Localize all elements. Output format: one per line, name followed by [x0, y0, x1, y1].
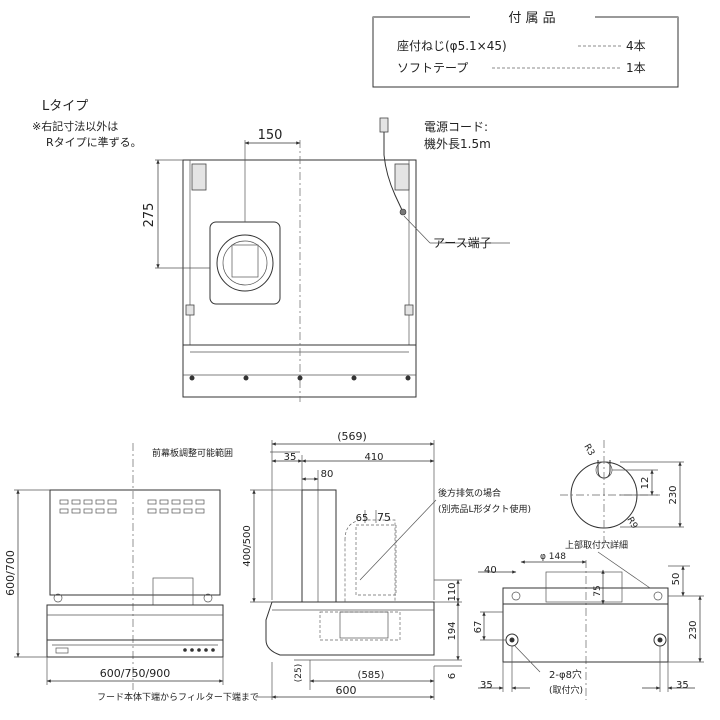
duct-collar — [209, 221, 281, 305]
earth-label: アース端子 — [433, 236, 492, 250]
rear-exhaust-label-2: (別売品L形ダクト使用) — [438, 503, 531, 515]
holes-label-1: 2-φ8穴 — [549, 668, 582, 681]
dim-600: 600 — [336, 684, 357, 697]
accessory-2-qty: 1本 — [626, 61, 646, 75]
r9-label: R9 — [624, 516, 639, 532]
dim-230-hole: 230 — [668, 485, 679, 504]
r3-label: R3 — [581, 443, 596, 458]
mount-plate — [502, 587, 669, 605]
control-button — [55, 647, 69, 654]
dim-600-700: 600/700 — [4, 550, 17, 596]
hood-body — [46, 604, 224, 658]
accessory-2-name: ソフトテープ — [397, 61, 468, 75]
panel-range-label: 前幕板調整可能範囲 — [152, 447, 233, 459]
dim-569: (569) — [337, 430, 367, 443]
dim-400-500: 400/500 — [242, 525, 253, 567]
top-view: Lタイプ ※右記寸法以外は Rタイプに準ずる。 150 — [32, 99, 510, 402]
note-line-2: Rタイプに準ずる。 — [46, 135, 142, 149]
dim-40: 40 — [484, 565, 497, 576]
front-view: 前幕板調整可能範囲 600/700 — [4, 443, 300, 703]
dim-585: (585) — [358, 670, 385, 681]
dim-148: φ 148 — [540, 552, 566, 562]
dim-12: 12 — [640, 477, 651, 490]
dim-80: 80 — [321, 469, 334, 480]
dim-35-left: 35 — [480, 680, 493, 691]
type-label: Lタイプ — [42, 99, 88, 114]
hood-bottom-body — [502, 603, 669, 663]
dim-194: 194 — [447, 621, 458, 640]
dim-6: 6 — [447, 673, 458, 679]
dim-75: 75 — [377, 511, 391, 524]
side-view: (569) 35 410 80 400/500 65 75 後方排気の場合 (別… — [242, 430, 531, 700]
dim-600-750-900: 600/750/900 — [100, 667, 170, 680]
l-duct — [344, 519, 396, 603]
accessories-box: 付 属 品 座付ねじ(φ5.1×45) 4本 ソフトテープ 1本 — [372, 11, 679, 88]
accessory-1-qty: 4本 — [626, 39, 646, 53]
dim-67: 67 — [473, 621, 484, 634]
cord-label-1: 電源コード: — [424, 120, 488, 134]
front-panel — [49, 489, 221, 596]
cord-label-2: 機外長1.5m — [424, 136, 491, 151]
dim-50: 50 — [671, 573, 682, 586]
holes-label-2: (取付穴) — [549, 684, 583, 696]
note-line-1: ※右記寸法以外は — [32, 119, 118, 133]
chimney — [301, 489, 337, 603]
accessory-1-name: 座付ねじ(φ5.1×45) — [397, 38, 507, 53]
dim-35-right: 35 — [676, 680, 689, 691]
dim-110: 110 — [447, 582, 458, 601]
dim-410: 410 — [364, 452, 383, 463]
dim-230-mount: 230 — [688, 620, 699, 639]
dim-275: 275 — [142, 203, 157, 228]
bottom-view: 上部取付穴詳細 40 φ 148 75 50 230 67 — [473, 539, 704, 700]
plug-icon — [379, 117, 389, 133]
power-cord — [383, 132, 403, 211]
dim-75-mount: 75 — [593, 585, 603, 596]
dim-25: (25) — [294, 664, 304, 682]
hole-detail: R3 R9 12 230 — [560, 440, 684, 548]
dim-65: 65 — [356, 513, 369, 524]
rear-exhaust-label-1: 後方排気の場合 — [438, 487, 501, 499]
hood-top-outline — [182, 159, 417, 398]
dim-150: 150 — [258, 128, 283, 143]
upper-hole-detail-title: 上部取付穴詳細 — [565, 539, 628, 551]
accessories-title: 付 属 品 — [508, 11, 555, 26]
mount-bracket — [394, 163, 410, 191]
mount-bracket — [191, 163, 207, 191]
filter-note: フード本体下端からフィルター下端まで — [97, 691, 259, 703]
dim-35: 35 — [284, 452, 297, 463]
